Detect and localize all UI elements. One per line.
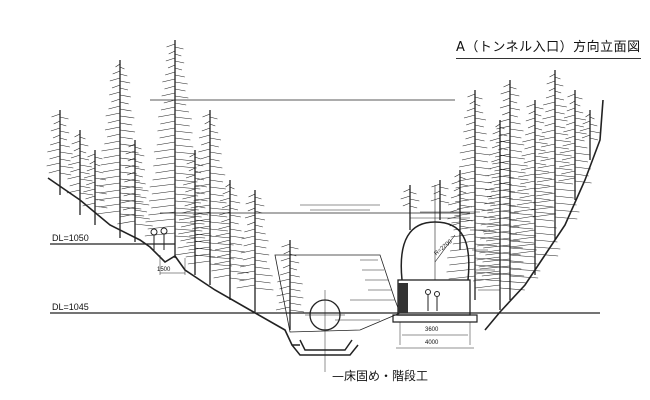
tree-branches — [479, 83, 541, 279]
tree-branches — [446, 93, 504, 282]
caption-text: 床固め・階段工 — [344, 369, 429, 383]
tree-branches — [530, 73, 580, 220]
tree — [509, 100, 561, 275]
tree — [185, 110, 235, 285]
tree — [46, 110, 74, 195]
visitors-in-tunnel — [425, 289, 440, 311]
tree — [579, 110, 601, 160]
tree-branches — [95, 63, 145, 217]
caption-leader: — — [332, 369, 344, 383]
tree-branches — [185, 113, 235, 267]
level-label-1045: DL=1045 — [52, 302, 89, 312]
visitor-head — [434, 291, 440, 297]
masonry-hatching — [300, 204, 500, 321]
arch-radius-line — [434, 234, 456, 263]
tree — [117, 140, 153, 242]
tree — [447, 170, 473, 250]
inner-width-dimension: 3600 — [425, 327, 439, 333]
tree-branches — [46, 113, 74, 176]
tree-branches — [430, 183, 450, 204]
tree-branches — [66, 133, 94, 196]
dimension-lines — [159, 255, 474, 349]
hikers-on-trail — [150, 227, 168, 250]
tree-branches — [579, 113, 601, 141]
forest-trees — [46, 40, 601, 330]
tree-branches — [447, 173, 473, 229]
tree-branches — [275, 243, 305, 313]
hiker-head — [150, 228, 158, 236]
drawing-title: A（トンネル入口）方向立面図 — [456, 36, 641, 59]
tree — [144, 40, 206, 258]
tree-branches — [400, 188, 420, 209]
tree — [558, 90, 592, 200]
tunnel-portal — [397, 279, 471, 316]
check-dam-caption: —床固め・階段工 — [332, 367, 428, 384]
tree — [530, 70, 580, 240]
outer-width-dimension: 4000 — [425, 340, 439, 346]
tree-branches — [174, 153, 216, 258]
step-width-dimension: 1500 — [157, 267, 171, 273]
portal-dark-wall — [398, 283, 408, 313]
tunnel-floor — [392, 314, 478, 323]
tree-branches — [144, 43, 206, 239]
tree — [479, 80, 541, 300]
tree — [211, 180, 249, 300]
tree — [174, 150, 216, 275]
tree — [400, 185, 420, 230]
tree-branches — [509, 103, 561, 257]
tree-branches — [211, 183, 249, 281]
visitor-head — [425, 289, 431, 295]
tree-branches — [117, 143, 153, 227]
tree — [430, 180, 450, 220]
retaining-wall — [274, 254, 401, 333]
tree — [236, 190, 274, 312]
tree — [95, 60, 145, 238]
hiker-head — [160, 227, 168, 235]
tree — [275, 240, 305, 330]
tree — [446, 90, 504, 300]
tree — [473, 120, 527, 310]
tree-branches — [236, 193, 274, 291]
level-label-1050: DL=1050 — [52, 233, 89, 243]
tree — [66, 130, 94, 215]
tree-branches — [558, 93, 592, 184]
